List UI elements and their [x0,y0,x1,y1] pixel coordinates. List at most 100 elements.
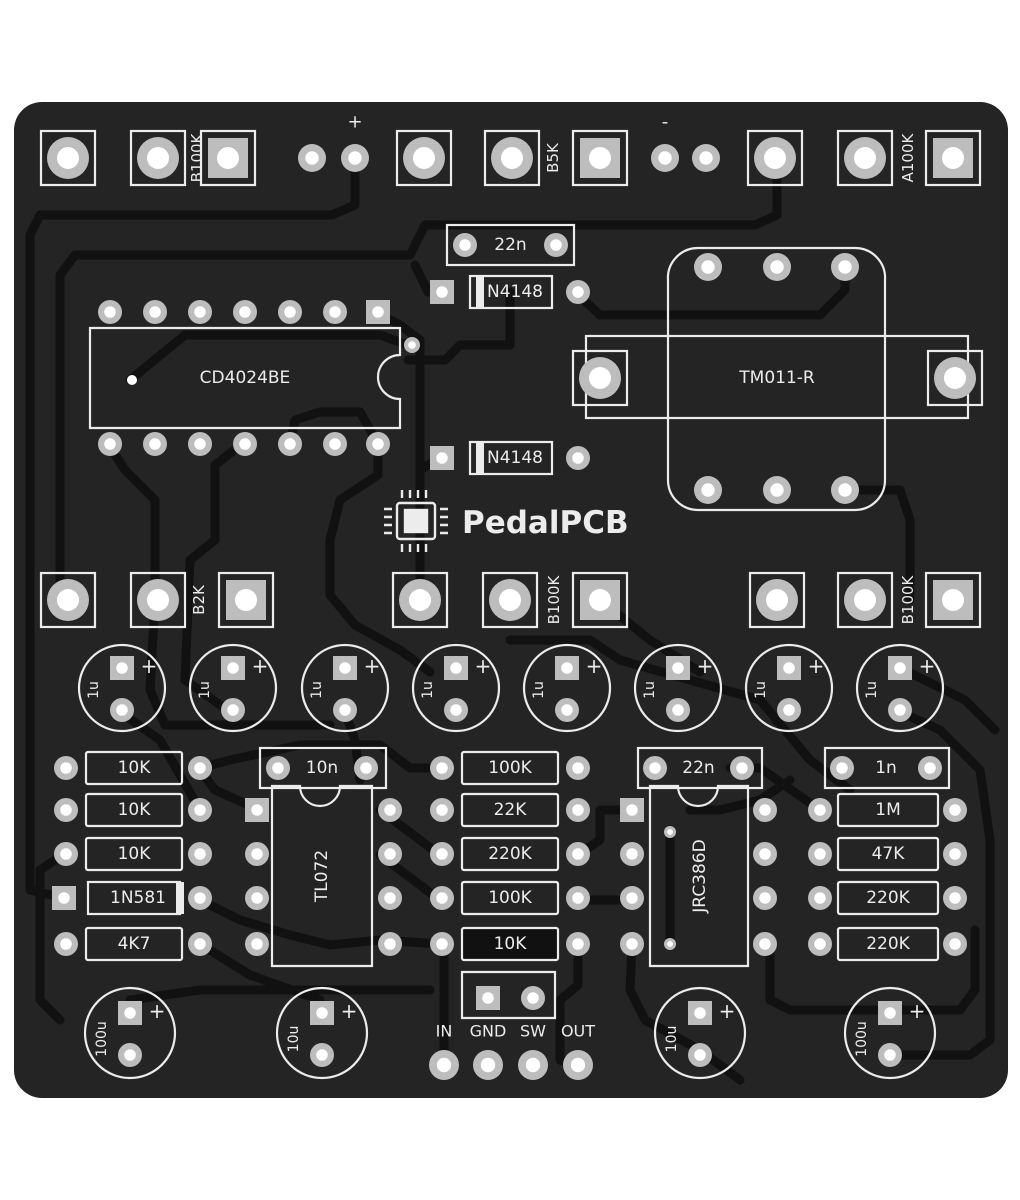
ecap-5-label: 1u [531,681,547,699]
io-label-sw: SW [520,1022,546,1041]
ic-cd4024-pin-bottom [278,432,302,456]
ecap-100u-left-polarity: + [149,999,166,1023]
ic-cd4024-pin-bottom [98,432,122,456]
ecap-1-positive-pin [110,656,134,680]
relay-pin-bottom [763,476,791,504]
diode-1n4148-bottom-cathode [566,446,590,470]
ecap-1-negative-pin [110,698,134,722]
ic-tl072-pin-left [245,932,269,956]
diode-1n4148-top-label: N4148 [487,282,543,302]
pot-b5k: B5K [395,129,629,187]
res-4k7: 4K7 [54,926,212,962]
ecap-8-negative-pin [888,698,912,722]
ecap-2-label: 1u [197,681,213,699]
ecap-6: +1u [633,643,723,733]
res-10k-4-label: 10K [494,934,528,954]
res-10k-2-pin-2 [188,798,212,822]
res-100k-2-label: 100K [488,888,532,908]
res-4k7-pin-1 [54,932,78,956]
res-10k-3-pin-2 [188,842,212,866]
ecap-8-label: 1u [864,681,880,699]
pot-b2k-value-label: B2K [190,584,208,615]
cap-22n-top: 22n [445,223,576,267]
ecap-100u-right-negative-pin [878,1043,902,1067]
ic-tl072-pin-left [245,886,269,910]
res-220k-2-pin-1 [808,886,832,910]
ecap-100u-right-polarity: + [909,999,926,1023]
ecap-2-polarity: + [252,654,269,678]
res-22k-pin-1 [430,798,454,822]
ic-cd4024-pin-bottom [188,432,212,456]
ic-cd4024-label: CD4024BE [200,368,291,388]
ic-tl072-pin-right [378,798,402,822]
pot-b5k-pin-3 [571,129,629,187]
pot-b100k-top-left: B100K [39,129,257,187]
ic-jrc386-pin-1 [620,798,644,822]
ecap-6-positive-pin [666,656,690,680]
res-1m-pin-2 [943,798,967,822]
ic-jrc386-pin-right [753,886,777,910]
ic-jrc386-label: JRC386D [690,839,710,913]
pot-b5k-pin-2 [483,129,541,187]
power-pads: +- [298,112,720,172]
ecap-2: +1u [188,643,278,733]
res-220k-1: 220K [430,836,590,872]
pot-b100k-right-pin-2 [836,571,894,629]
pot-a100k-value-label: A100K [899,132,917,182]
switch-pad-1 [476,986,500,1010]
ic-tl072-pin-right [378,886,402,910]
diode-1n4148-bottom-label: N4148 [487,448,543,468]
logo-text: PedalPCB [462,505,629,541]
ic-cd4024-outline [88,326,402,430]
ic-tl072-outline [270,784,374,968]
ecap-5-positive-pin [555,656,579,680]
pot-b100k-middle: B100K [391,571,629,629]
pot-a100k-pin-1 [746,129,804,187]
pot-b5k-value-label: B5K [544,142,562,173]
ic-tl072: TL072 [245,798,402,956]
res-1m-label: 1M [875,800,900,820]
res-220k-1-pin-2 [566,842,590,866]
cap-22n-top-pin-1 [453,233,477,257]
io-pad-out [563,1050,593,1080]
ecap-3-polarity: + [364,654,381,678]
diode-1n4148-bottom-anode [430,446,454,470]
pot-a100k-pin-3 [924,129,982,187]
cap-1n-pin-1 [830,756,854,780]
ecap-100u-left-label: 100u [94,1021,110,1057]
pot-b2k-pin-1 [39,571,97,629]
diode-1n4148-top-cathode [566,280,590,304]
res-1m-pin-1 [808,798,832,822]
ecap-2-positive-pin [221,656,245,680]
ecap-10u-left-negative-pin [310,1043,334,1067]
ecap-3-label: 1u [309,681,325,699]
res-47k-pin-1 [808,842,832,866]
diode-1n5817-label: 1N581 [110,888,166,908]
ecap-6-negative-pin [666,698,690,722]
ic-cd4024-pin-top [323,300,347,324]
res-10k-2-label: 10K [118,800,152,820]
pot-b100k-right: B100K [748,571,982,629]
ecap-8-polarity: + [919,654,936,678]
via [664,938,676,950]
pot-b100k-right-pin-3 [924,571,982,629]
res-220k-3-label: 220K [866,934,910,954]
power-plus-pad-a [298,144,326,172]
cap-1n-pin-2 [918,756,942,780]
ecap-100u-right-label: 100u [854,1021,870,1057]
ic-jrc386-pin-left [620,842,644,866]
res-100k-2: 100K [430,880,590,916]
res-10k-4: 10K [430,926,590,962]
pot-b2k-pin-2 [129,571,187,629]
diode-1n5817-anode [52,886,76,910]
ic-cd4024-pin-top [278,300,302,324]
cap-10n-pin-1 [266,756,290,780]
ecap-10u-left-polarity: + [341,999,358,1023]
relay-pin-top [694,253,722,281]
res-10k-2-pin-1 [54,798,78,822]
res-10k-1-pin-2 [188,756,212,780]
res-22k: 22K [430,792,590,828]
res-4k7-label: 4K7 [118,934,151,954]
ecap-7-positive-pin [777,656,801,680]
